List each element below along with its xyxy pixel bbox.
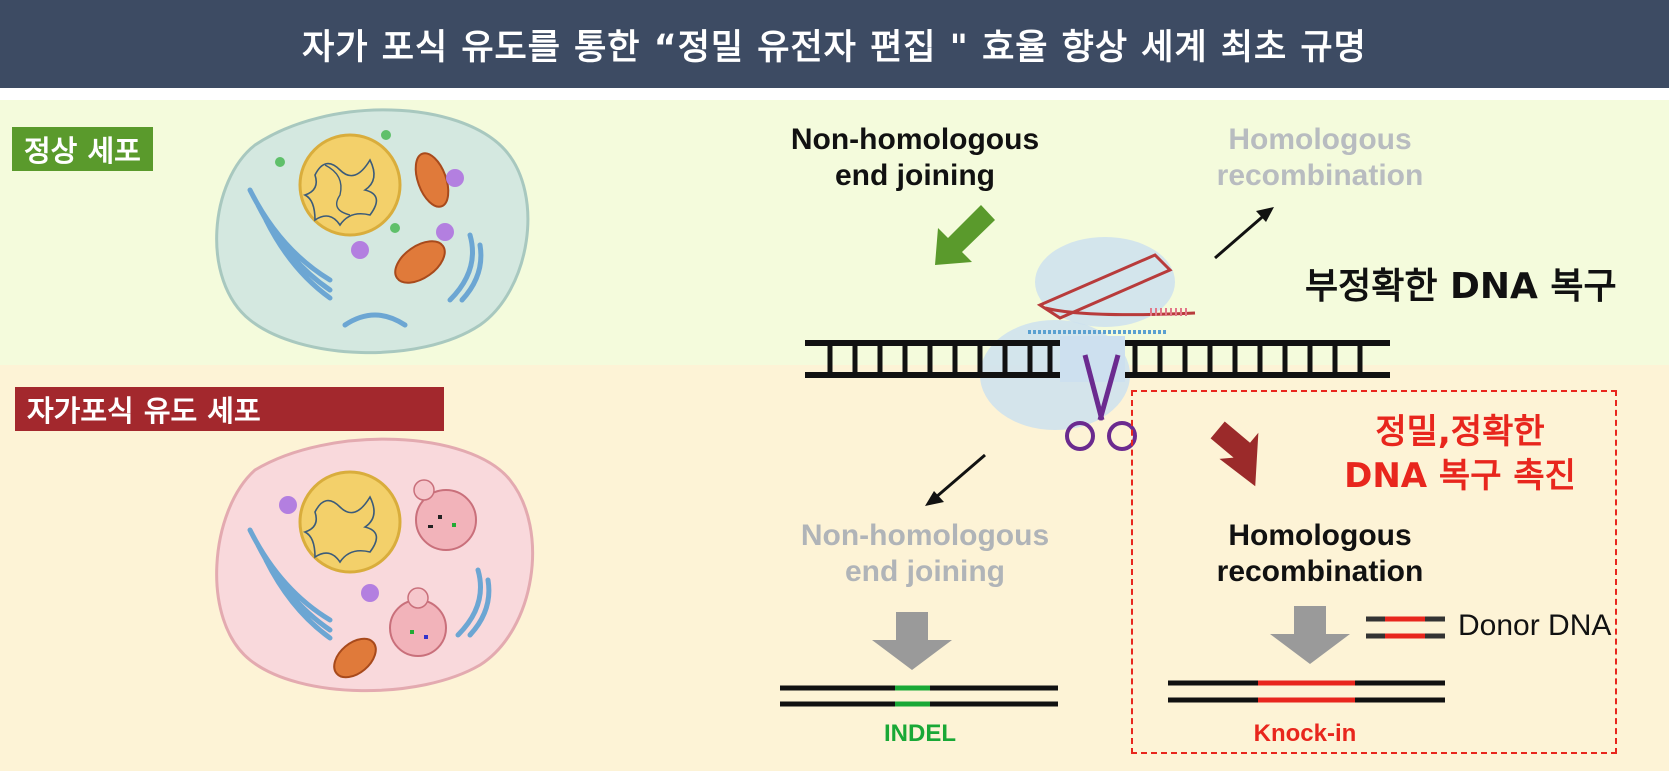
nhej-top-label: Non-homologous end joining	[790, 123, 1040, 192]
nhej-bottom-arrow	[934, 453, 986, 500]
golgi-icon	[247, 187, 333, 301]
indel-strands	[780, 685, 1058, 707]
hr-red-arrow	[1210, 421, 1259, 487]
precise-repair-text: 정밀,정확한 DNA 복구 촉진	[1344, 412, 1576, 497]
knockin-label: Knock-in	[1253, 720, 1357, 747]
normal-cell-label: 정상 세포	[12, 127, 153, 171]
hr-top-arrow	[1214, 210, 1269, 260]
nhej-bottom-label: Non-homologous end joining	[800, 519, 1050, 588]
mitochondrion-icon	[414, 152, 450, 208]
mitochondrion-icon	[394, 240, 446, 284]
normal-cell-illustration	[215, 108, 530, 355]
guide-rna	[1036, 253, 1173, 320]
hr-top-label: Homologous recombination	[1216, 123, 1424, 192]
nhej-green-arrow	[935, 205, 995, 265]
autophagosome-icon	[415, 489, 477, 551]
nucleus-icon	[298, 133, 402, 237]
nhej-down-arrow	[872, 612, 952, 670]
precise-repair-box	[1131, 390, 1617, 754]
scissors-icon	[1065, 354, 1137, 451]
hr-bottom-label: Homologous recombination	[1216, 519, 1424, 588]
dna-double-strand	[805, 330, 1390, 382]
knockin-strands	[1168, 680, 1445, 703]
cas9-protein	[1035, 237, 1175, 327]
donor-dna-label: Donor DNA	[1458, 609, 1612, 642]
imprecise-repair-text: 부정확한 DNA 복구	[1305, 266, 1617, 307]
nucleus-icon	[298, 470, 402, 574]
donor-dna-icon	[1366, 616, 1445, 639]
page-title: 자가 포식 유도를 통한 “정밀 유전자 편집 " 효율 향상 세계 최초 규명	[0, 0, 1669, 88]
indel-label: INDEL	[884, 720, 956, 747]
golgi-icon	[247, 527, 333, 641]
mitochondrion-icon	[333, 637, 377, 679]
hr-down-arrow	[1270, 606, 1350, 664]
autophagy-cell-label: 자가포식 유도 세포	[15, 387, 444, 431]
autophagy-cell-illustration	[215, 437, 535, 693]
